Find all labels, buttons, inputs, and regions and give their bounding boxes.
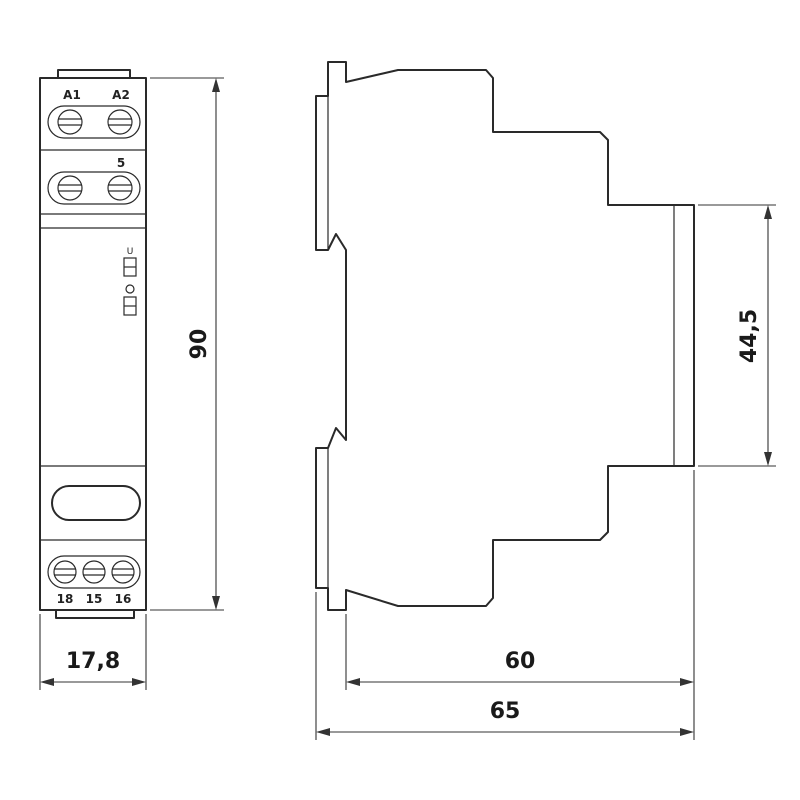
dimension-depth-60-label: 60 bbox=[505, 649, 536, 674]
screw-terminal-18 bbox=[53, 560, 77, 584]
dimension-width-label: 17,8 bbox=[66, 649, 120, 674]
dimension-depth-60: 60 bbox=[345, 470, 695, 740]
terminal-label-15: 15 bbox=[86, 592, 103, 606]
front-body-outline bbox=[39, 77, 147, 611]
dimension-width: 17,8 bbox=[39, 614, 147, 690]
front-bottom-clip bbox=[55, 609, 135, 619]
label-window bbox=[51, 485, 141, 521]
terminal-label-a2: A2 bbox=[112, 88, 130, 102]
terminal-label-18: 18 bbox=[57, 592, 74, 606]
dimension-depth-65: 65 bbox=[315, 592, 694, 740]
relay-indicator-icon bbox=[125, 284, 135, 294]
terminal-label-16: 16 bbox=[115, 592, 132, 606]
terminal-label-a1: A1 bbox=[63, 88, 81, 102]
bottom-terminal-block bbox=[47, 555, 141, 589]
terminal-label-5: 5 bbox=[117, 156, 125, 170]
side-view-outline bbox=[315, 61, 695, 611]
screw-terminal-a1 bbox=[57, 109, 83, 135]
screw-terminal-left-middle bbox=[57, 175, 83, 201]
middle-terminal-block bbox=[47, 171, 141, 205]
screw-terminal-5 bbox=[107, 175, 133, 201]
dimension-height: 90 bbox=[150, 77, 224, 611]
dimension-height-label: 90 bbox=[187, 329, 212, 360]
indicator-u-label: U bbox=[127, 247, 134, 257]
dimension-front-height-label: 44,5 bbox=[737, 309, 762, 363]
screw-terminal-15 bbox=[82, 560, 106, 584]
front-view: A1 A2 5 U bbox=[39, 69, 147, 619]
screw-terminal-16 bbox=[111, 560, 135, 584]
screw-terminal-a2 bbox=[107, 109, 133, 135]
dimension-front-height: 44,5 bbox=[698, 204, 776, 467]
front-top-clip bbox=[57, 69, 131, 79]
dimension-depth-65-label: 65 bbox=[490, 699, 521, 724]
side-view bbox=[315, 61, 695, 611]
top-terminal-block bbox=[47, 105, 141, 139]
